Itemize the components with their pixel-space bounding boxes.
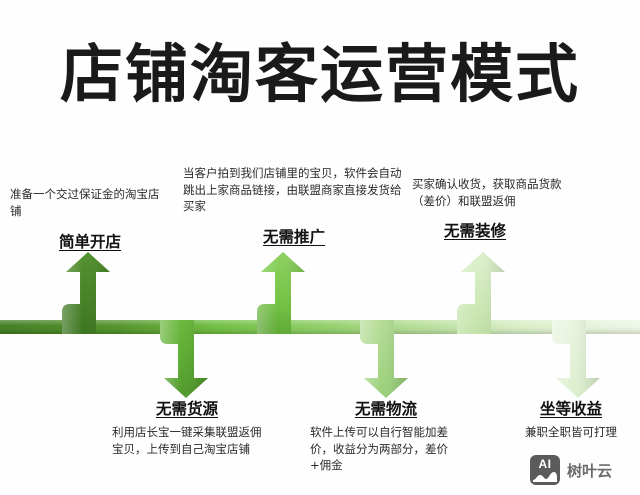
- node-heading: 无需货源: [155, 400, 218, 418]
- down-arrow-2: [360, 320, 408, 398]
- node-heading: 无需推广: [262, 227, 325, 246]
- flow-node-no-decoration: 买家确认收货，获取商品货款（差价）和联盟返佣 无需装修: [412, 176, 564, 241]
- node-heading: 坐等收益: [539, 400, 602, 418]
- ai-mountain-icon: AI: [530, 455, 560, 485]
- mountain-glyph: [533, 472, 557, 482]
- down-arrow-1: [160, 320, 208, 398]
- watermark: AI 树叶云: [530, 455, 612, 485]
- flow-node-simple-shop: 准备一个交过保证金的淘宝店铺 简单开店: [10, 186, 170, 252]
- node-description: 兼职全职皆可打理: [525, 425, 617, 439]
- down-arrow-3: [552, 320, 600, 398]
- node-description: 准备一个交过保证金的淘宝店铺: [10, 187, 160, 218]
- up-arrow-1: [62, 252, 110, 334]
- flow-node-no-promotion: 当客户拍到我们店铺里的宝贝，软件会自动跳出上家商品链接，由联盟商家直接发货给买家…: [183, 165, 405, 247]
- node-description: 买家确认收货，获取商品货款（差价）和联盟返佣: [412, 177, 562, 208]
- node-description: 当客户拍到我们店铺里的宝贝，软件会自动跳出上家商品链接，由联盟商家直接发货给买家: [183, 166, 402, 213]
- flow-node-no-logistics: 无需物流 软件上传可以自行智能加差价，收益分为两部分，差价+佣金: [310, 399, 462, 474]
- node-description: 利用店长宝一键采集联盟返佣宝贝，上传到自己淘宝店铺: [112, 425, 262, 456]
- watermark-text: 树叶云: [567, 461, 613, 480]
- flow-node-earn-passively: 坐等收益 兼职全职皆可打理: [505, 399, 637, 441]
- node-description: 软件上传可以自行智能加差价，收益分为两部分，差价+佣金: [310, 425, 448, 472]
- flow-node-no-inventory: 无需货源 利用店长宝一键采集联盟返佣宝贝，上传到自己淘宝店铺: [112, 399, 262, 457]
- watermark-badge-label: AI: [538, 457, 552, 471]
- node-heading: 无需装修: [444, 222, 507, 240]
- up-arrow-2: [257, 252, 305, 334]
- page-title: 店铺淘客运营模式: [60, 38, 580, 111]
- up-arrow-3: [457, 252, 505, 334]
- node-heading: 无需物流: [354, 400, 417, 418]
- node-heading: 简单开店: [58, 233, 121, 251]
